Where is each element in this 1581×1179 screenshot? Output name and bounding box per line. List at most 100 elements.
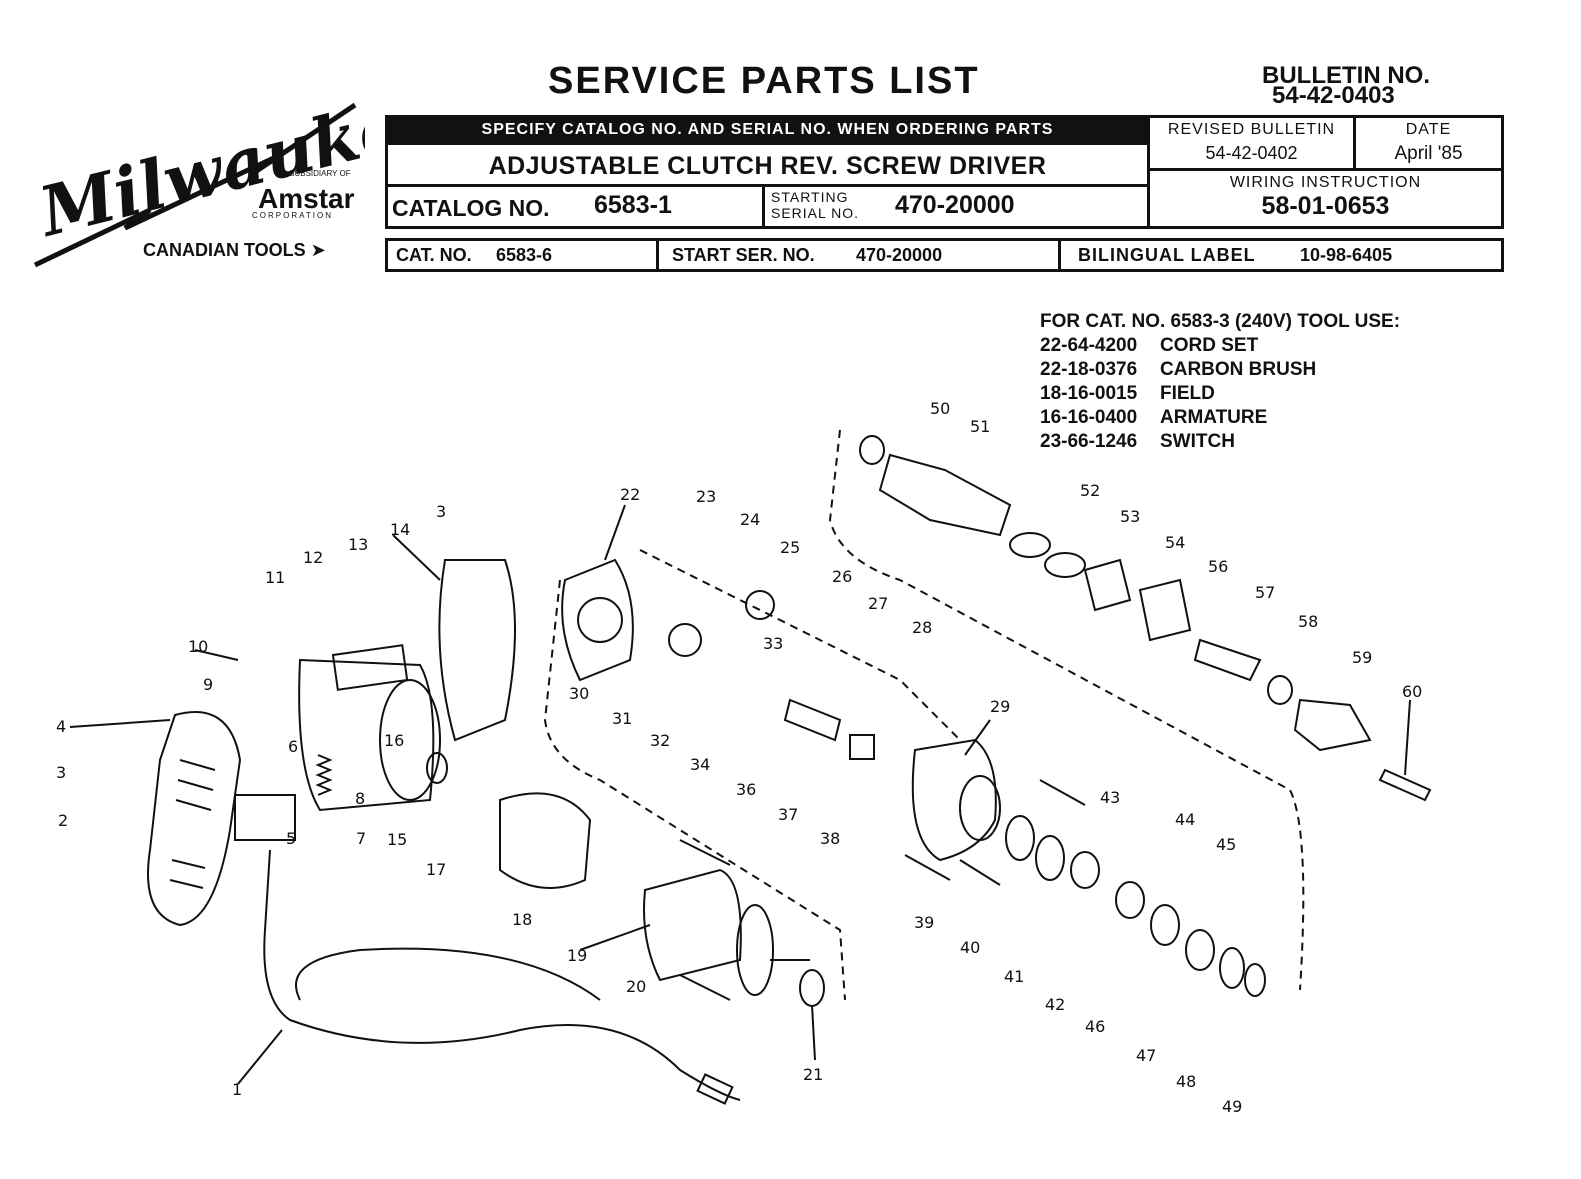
callout-21: 21	[803, 1065, 823, 1084]
bearing-plate-part	[561, 558, 634, 682]
callout-59: 59	[1352, 648, 1372, 667]
callout-37: 37	[778, 805, 798, 824]
gear-case-part	[438, 559, 516, 742]
callout-3b: 3	[436, 502, 446, 521]
callout-30: 30	[569, 684, 589, 703]
callout-28: 28	[912, 618, 932, 637]
callout-15: 15	[387, 830, 407, 849]
assembly-guide-line	[828, 429, 1305, 991]
starting-label-2: SERIAL NO.	[771, 205, 860, 221]
gear-part	[668, 623, 702, 657]
callout-58: 58	[1298, 612, 1318, 631]
catalog-number: 6583-1	[594, 191, 672, 219]
wiring-label: WIRING INSTRUCTION	[1229, 174, 1422, 191]
plug-part	[696, 1073, 734, 1105]
bearing-plate-hub	[577, 597, 623, 643]
callout-51: 51	[970, 417, 990, 436]
callout-42: 42	[1045, 995, 1065, 1014]
clutch-part	[1070, 851, 1100, 889]
callout-10: 10	[188, 637, 208, 656]
screw-part	[679, 839, 731, 866]
starting-serial-number: 470-20000	[895, 191, 1015, 219]
leader-line	[194, 649, 239, 661]
housing-opening	[379, 679, 441, 801]
part-desc: CORD SET	[1160, 335, 1259, 356]
spindle-part	[783, 698, 842, 742]
part-desc: SWITCH	[1160, 431, 1235, 452]
callout-4: 4	[56, 717, 66, 736]
bearing-part	[426, 752, 448, 784]
callout-49: 49	[1222, 1097, 1242, 1116]
callout-14: 14	[390, 520, 410, 539]
part-number: 23-66-1246	[1040, 431, 1138, 452]
callout-41: 41	[1004, 967, 1024, 986]
cad-cat-label: CAT. NO.	[396, 245, 472, 265]
logo-subsidiary: A SUBSIDIARY OF	[282, 169, 351, 178]
callout-39: 39	[914, 913, 934, 932]
callout-numbers: 1 2 3 3 4 5 6 7 8 9 10 11 12 13 14 15 16…	[56, 399, 1422, 1116]
retaining-ring-part	[1044, 552, 1086, 578]
tool-use-note: FOR CAT. NO. 6583-3 (240V) TOOL USE: 22-…	[1040, 310, 1400, 454]
callout-40: 40	[960, 938, 980, 957]
bearing-part	[799, 969, 825, 1007]
callout-24: 24	[740, 510, 760, 529]
callout-36: 36	[736, 780, 756, 799]
callout-11: 11	[265, 568, 285, 587]
adjusting-collar-part	[878, 453, 1012, 537]
bit-holder-part	[1378, 768, 1432, 802]
callout-17: 17	[426, 860, 446, 879]
part-number: 22-64-4200	[1040, 335, 1138, 356]
leader-line	[964, 719, 991, 756]
thrust-bearing-part	[1035, 835, 1065, 881]
cord-set-part	[263, 849, 741, 1101]
clutch-housing-thread	[959, 775, 1001, 841]
arrow-right-icon: ➤	[310, 240, 326, 260]
callout-48: 48	[1176, 1072, 1196, 1091]
leader-line	[69, 719, 171, 728]
leader-line	[392, 534, 441, 581]
canadian-tools-label: CANADIAN TOOLS ➤	[143, 240, 326, 261]
page-title: SERVICE PARTS LIST	[548, 60, 980, 102]
nut-part	[1083, 558, 1132, 612]
spring-part	[1150, 904, 1180, 946]
callout-46: 46	[1085, 1017, 1105, 1036]
callout-25: 25	[780, 538, 800, 557]
callout-5: 5	[286, 829, 296, 848]
callout-6: 6	[288, 737, 298, 756]
armature-fan	[736, 904, 774, 996]
callout-56: 56	[1208, 557, 1228, 576]
callout-23: 23	[696, 487, 716, 506]
callout-57: 57	[1255, 583, 1275, 602]
assembly-guide-line	[543, 579, 846, 1001]
exploded-parts-diagram: 1 2 3 3 4 5 6 7 8 9 10 11 12 13 14 15 16…	[56, 399, 1432, 1116]
cad-bilingual-label: BILINGUAL LABEL	[1078, 245, 1256, 265]
product-name: ADJUSTABLE CLUTCH REV. SCREW DRIVER	[385, 145, 1150, 187]
bearing-part	[849, 734, 875, 760]
shaft-part	[1193, 638, 1262, 682]
handle-part	[147, 711, 242, 927]
starting-label-1: STARTING	[771, 189, 849, 205]
callout-27: 27	[868, 594, 888, 613]
clutch-housing-part	[911, 738, 997, 862]
callout-47: 47	[1136, 1046, 1156, 1065]
motor-housing-part	[298, 658, 435, 812]
date-value: April '85	[1394, 143, 1463, 164]
thrust-bearing-part	[1219, 947, 1245, 989]
callout-7: 7	[356, 829, 366, 848]
assembly-guide-line	[639, 549, 961, 741]
callout-38: 38	[820, 829, 840, 848]
callout-43: 43	[1100, 788, 1120, 807]
part-number: 16-16-0400	[1040, 407, 1138, 428]
callout-34: 34	[690, 755, 710, 774]
logo-parent: Amstar	[258, 183, 355, 214]
logo-brand-text: Milwaukee	[30, 75, 365, 253]
part-desc: CARBON BRUSH	[1160, 359, 1317, 380]
leader-line	[579, 924, 651, 951]
callout-2: 2	[58, 811, 68, 830]
callout-13: 13	[348, 535, 368, 554]
callout-3: 3	[56, 763, 66, 782]
leader-line	[604, 504, 626, 561]
clutch-part	[1115, 881, 1145, 919]
